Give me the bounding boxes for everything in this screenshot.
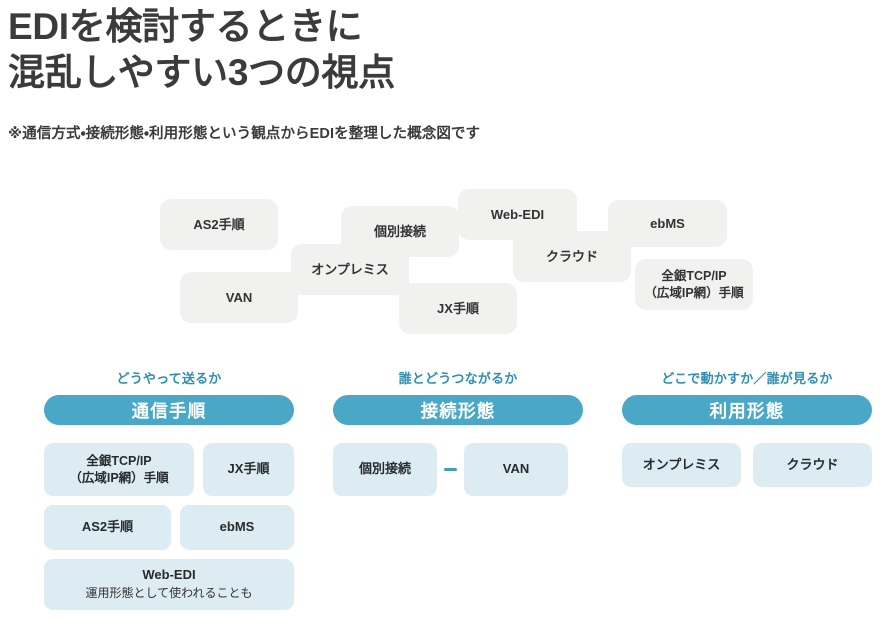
card-group: 全銀TCP/IP （広域IP網）手順 JX手順 AS2手順 ebMS Web-E… <box>44 443 294 610</box>
card-group: 個別接続 VAN <box>333 443 583 496</box>
card-row: 全銀TCP/IP （広域IP網）手順 JX手順 <box>44 443 294 496</box>
card-ebms[interactable]: ebMS <box>180 505 294 550</box>
page-title: EDIを検討するときに 混乱しやすい3つの視点 <box>8 6 395 93</box>
page-subtitle: ※通信方式・接続形態・利用形態という観点からEDIを整理した概念図です <box>8 126 481 142</box>
card-cloud[interactable]: クラウド <box>753 443 872 487</box>
scatter-tile[interactable]: 全銀TCP/IP （広域IP網）手順 <box>635 259 753 310</box>
card-web-edi[interactable]: Web-EDI 運用形態として使われることも <box>44 559 294 610</box>
card-as2-tejun[interactable]: AS2手順 <box>44 505 171 550</box>
card-row: AS2手順 ebMS <box>44 505 294 550</box>
column-caption: どうやって送るか <box>116 371 222 386</box>
column-header-bar: 通信手順 <box>44 395 294 425</box>
card-row: 個別接続 VAN <box>333 443 583 496</box>
dash-connector-icon <box>437 443 464 496</box>
card-web-edi-note: 運用形態として使われることも <box>85 586 253 601</box>
card-zengin-tcpip[interactable]: 全銀TCP/IP （広域IP網）手順 <box>44 443 194 496</box>
card-row: Web-EDI 運用形態として使われることも <box>44 559 294 610</box>
scatter-tile[interactable]: 個別接続 <box>341 206 459 257</box>
scatter-tile[interactable]: VAN <box>180 272 298 323</box>
card-jx-tejun[interactable]: JX手順 <box>203 443 294 496</box>
column-communication-protocol: どうやって送るか 通信手順 全銀TCP/IP （広域IP網）手順 JX手順 AS… <box>44 368 294 619</box>
card-van[interactable]: VAN <box>464 443 568 496</box>
column-connection-form: 誰とどうつながるか 接続形態 個別接続 VAN <box>333 368 583 505</box>
scatter-tile[interactable]: JX手順 <box>399 283 517 334</box>
column-caption: 誰とどうつながるか <box>398 371 518 386</box>
scatter-tile[interactable]: AS2手順 <box>160 199 278 250</box>
column-usage-form: どこで動かすか／誰が見るか 利用形態 オンプレミス クラウド <box>622 368 872 496</box>
card-group: オンプレミス クラウド <box>622 443 872 487</box>
card-kobetsu-setsuzoku[interactable]: 個別接続 <box>333 443 437 496</box>
card-row: オンプレミス クラウド <box>622 443 872 487</box>
card-on-premise[interactable]: オンプレミス <box>622 443 741 487</box>
column-caption: どこで動かすか／誰が見るか <box>661 371 833 386</box>
column-header-bar: 利用形態 <box>622 395 872 425</box>
card-web-edi-label: Web-EDI <box>142 567 196 583</box>
column-header-bar: 接続形態 <box>333 395 583 425</box>
scatter-tile[interactable]: ebMS <box>608 200 727 247</box>
